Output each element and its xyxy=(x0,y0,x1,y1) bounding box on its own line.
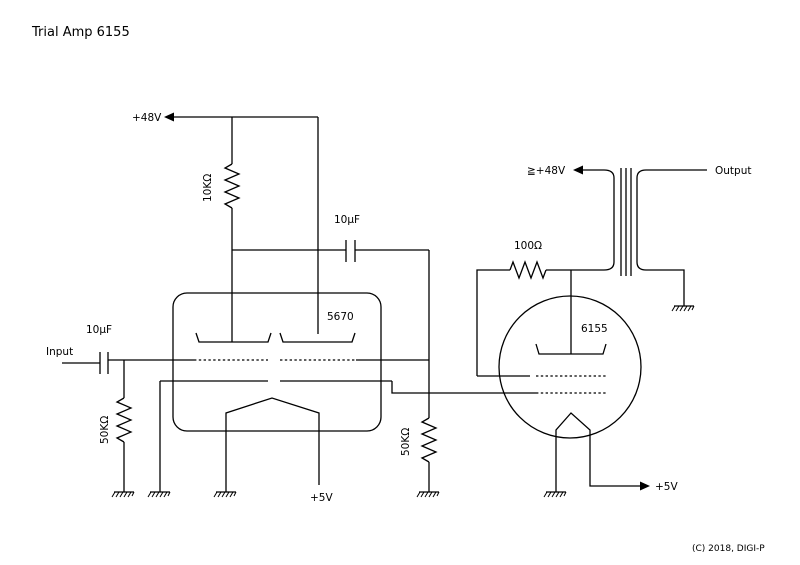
supply-48v-out-label: ≧+48V xyxy=(527,165,566,177)
tube-5670-heater xyxy=(225,397,320,492)
supply-48v-label: +48V xyxy=(132,112,162,124)
input-capacitor xyxy=(99,352,109,374)
coupling-capacitor xyxy=(345,240,356,262)
tube-5670-envelope xyxy=(172,292,382,432)
ground-icon xyxy=(213,491,237,498)
supply-5v-label-left: +5V xyxy=(310,492,333,504)
input-resistor-label: 50KΩ xyxy=(99,416,111,444)
output-grid-resistor xyxy=(420,417,438,492)
plate-resistor xyxy=(223,117,241,250)
input-grid-resistor xyxy=(115,360,133,492)
tube-6155-grids xyxy=(477,375,607,394)
screen-resistor xyxy=(476,260,604,376)
output-resistor-label: 50KΩ xyxy=(400,428,412,456)
tube-5670-label: 5670 xyxy=(327,311,354,323)
output-label: Output xyxy=(715,165,751,177)
supply-48v-rail xyxy=(164,112,318,122)
tube-6155-label: 6155 xyxy=(581,323,608,335)
ground-icon xyxy=(111,491,135,498)
supply-5v-label-right: +5V xyxy=(655,481,678,493)
ground-icon xyxy=(147,491,171,498)
tube-6155-heater xyxy=(555,412,650,492)
ground-icon xyxy=(671,305,695,312)
ground-icon xyxy=(543,491,567,498)
screen-resistor-label: 100Ω xyxy=(514,240,542,252)
tube-6155-envelope xyxy=(498,295,642,439)
input-capacitor-label: 10μF xyxy=(86,324,112,336)
tube-5670-plates xyxy=(195,250,356,343)
coupling-capacitor-label: 10μF xyxy=(334,214,360,226)
cathode2-wire xyxy=(391,381,536,394)
input-label: Input xyxy=(46,346,73,358)
ground-icon xyxy=(416,491,440,498)
diagram-title: Trial Amp 6155 xyxy=(31,25,130,40)
plate-resistor-label: 10KΩ xyxy=(202,174,214,202)
output-transformer xyxy=(603,168,707,306)
arrow-icon xyxy=(573,165,583,175)
copyright-text: (C) 2018, DIGI-P xyxy=(692,544,765,554)
